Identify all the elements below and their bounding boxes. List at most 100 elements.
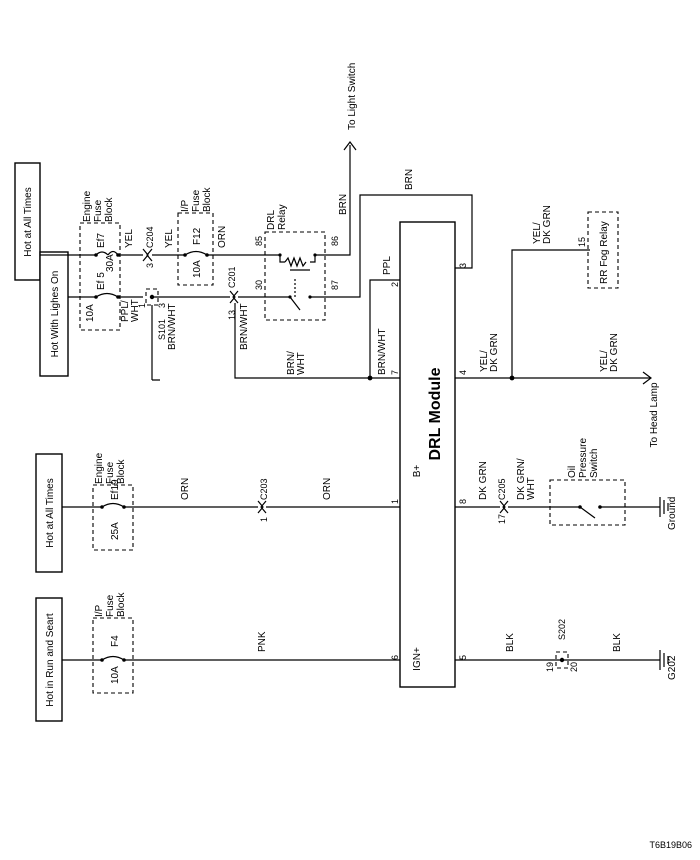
svg-text:Engine: Engine	[82, 190, 93, 222]
connector-pin: 19	[545, 662, 555, 672]
source-hot-all-times-1: Hot at All Times	[14, 162, 41, 281]
ip-fuse-block-2	[92, 617, 134, 694]
ip-fuse-block-1-label: I/P Fuse Block	[180, 187, 213, 212]
svg-text:87: 87	[330, 280, 340, 290]
wire-label-blk: BLK	[612, 633, 623, 652]
svg-text:15: 15	[577, 237, 587, 247]
svg-text:10A: 10A	[85, 304, 96, 322]
svg-text:Fuse: Fuse	[191, 189, 202, 212]
svg-text:DK GRN/: DK GRN/	[516, 458, 527, 500]
wire-label-blk: BLK	[505, 633, 516, 652]
svg-text:RR Fog Relay: RR Fog Relay	[599, 221, 610, 284]
dest-head-lamp: To Head Lamp	[649, 382, 660, 447]
engine-fuse-block-2-label: Engine Fuse Block	[94, 452, 127, 484]
source-label: Hot With Lighes On	[50, 271, 61, 358]
wire-label-brn-wht: BRN/WHT	[239, 303, 250, 350]
source-hot-run-start: Hot in Run and Seart	[35, 597, 63, 722]
source-hot-all-times-2: Hot at All Times	[35, 453, 63, 573]
connector-c205-label: C205	[497, 478, 507, 500]
splice-s202-label: S202	[557, 619, 567, 640]
svg-text:85: 85	[254, 236, 264, 246]
engine-fuse-block-1-label: Engine Fuse Block	[82, 190, 115, 222]
svg-text:DK GRN: DK GRN	[609, 333, 620, 372]
svg-text:Relay: Relay	[277, 204, 288, 230]
wire-label-brn-wht: BRN/	[286, 351, 297, 375]
connector-c204-symbol	[142, 248, 153, 262]
svg-text:Block: Block	[116, 592, 127, 617]
svg-text:IGN+: IGN+	[412, 647, 423, 671]
svg-text:1: 1	[390, 499, 400, 504]
svg-text:4: 4	[458, 370, 468, 375]
wire-label-orn: ORN	[180, 478, 191, 500]
fuse-ef7: Ef7 30A	[40, 233, 120, 272]
svg-text:25A: 25A	[110, 522, 121, 540]
drl-relay: DRL Relay 85 86 30 87	[254, 204, 340, 321]
svg-text:2: 2	[390, 282, 400, 287]
connector-pin: 3	[157, 303, 167, 308]
wire-label-yel: YEL	[124, 229, 135, 248]
fuse-ef5: Ef 5 10A	[68, 272, 120, 322]
svg-text:WHT: WHT	[526, 477, 537, 500]
wire-brn-3	[325, 194, 473, 298]
drl-module: DRL Module B+ IGN+ 2 3 4 7 1 8 6 5	[390, 221, 468, 688]
fuse-f12: F12 10A	[183, 227, 209, 278]
svg-text:DK GRN: DK GRN	[542, 205, 553, 244]
connector-c203-label: C203	[259, 478, 269, 500]
svg-text:5: 5	[458, 655, 468, 660]
svg-text:10A: 10A	[192, 260, 203, 278]
wire-label-brn-wht: BRN/WHT	[167, 303, 178, 350]
source-label: Hot in Run and Seart	[45, 613, 56, 707]
svg-text:Ground: Ground	[667, 497, 678, 530]
wire-brn-wht-7	[234, 303, 400, 379]
svg-text:Fuse: Fuse	[105, 594, 116, 617]
svg-text:YEL/: YEL/	[532, 222, 543, 244]
svg-text:Block: Block	[104, 197, 115, 222]
svg-text:B+: B+	[412, 465, 423, 478]
arrow-right	[642, 371, 652, 385]
connector-pin: 17	[497, 514, 507, 524]
svg-text:Ef 5: Ef 5	[96, 272, 107, 290]
connector-c205-symbol	[499, 500, 509, 514]
svg-text:G202: G202	[667, 655, 678, 680]
ground-symbol: Ground	[659, 497, 678, 530]
svg-text:Switch: Switch	[589, 449, 600, 478]
svg-text:WHT: WHT	[130, 299, 141, 322]
svg-text:DK GRN: DK GRN	[489, 333, 500, 372]
connector-c201-symbol	[229, 290, 239, 304]
svg-text:86: 86	[330, 236, 340, 246]
wire-label-yel: YEL	[164, 229, 175, 248]
svg-text:30A: 30A	[105, 254, 116, 272]
connector-c203-symbol	[257, 500, 267, 514]
connector-pin: 1	[137, 303, 147, 308]
figure-code: T6B19B06	[649, 840, 692, 850]
svg-text:7: 7	[390, 370, 400, 375]
rr-fog-relay: RR Fog Relay 15	[577, 211, 619, 289]
wire-label-brn-wht: BRN/WHT	[377, 328, 388, 375]
connector-c204-label: C204	[145, 226, 155, 248]
svg-text:WHT: WHT	[296, 352, 307, 375]
source-label: Hot at All Times	[45, 478, 56, 547]
oil-pressure-switch: Oil Pressure Switch	[549, 438, 626, 526]
svg-text:Pressure: Pressure	[578, 438, 589, 478]
svg-text:8: 8	[458, 499, 468, 504]
ip-fuse-block-1	[177, 212, 214, 286]
svg-text:10A: 10A	[110, 666, 121, 684]
svg-text:DRL: DRL	[266, 210, 277, 230]
ip-fuse-block-2-label: I/P Fuse Block	[94, 592, 127, 617]
svg-text:Block: Block	[116, 459, 127, 484]
svg-text:F4: F4	[110, 635, 121, 647]
fuse-f4: F4 10A	[62, 635, 126, 684]
svg-text:Block: Block	[202, 187, 213, 212]
fuse-ef19: Ef19 25A	[62, 479, 126, 540]
svg-text:3: 3	[458, 263, 468, 268]
svg-text:Ef7: Ef7	[96, 233, 107, 248]
wire-label-ppl-wht: PPL/	[120, 300, 131, 322]
dest-light-switch: To Light Switch	[347, 63, 358, 130]
arrow-up	[343, 141, 357, 151]
splice-s101-label: S101	[157, 319, 167, 340]
wire-brn-light-switch	[325, 145, 351, 256]
engine-fuse-block-2	[92, 484, 134, 551]
svg-text:Engine: Engine	[94, 452, 105, 484]
svg-text:Fuse: Fuse	[105, 461, 116, 484]
